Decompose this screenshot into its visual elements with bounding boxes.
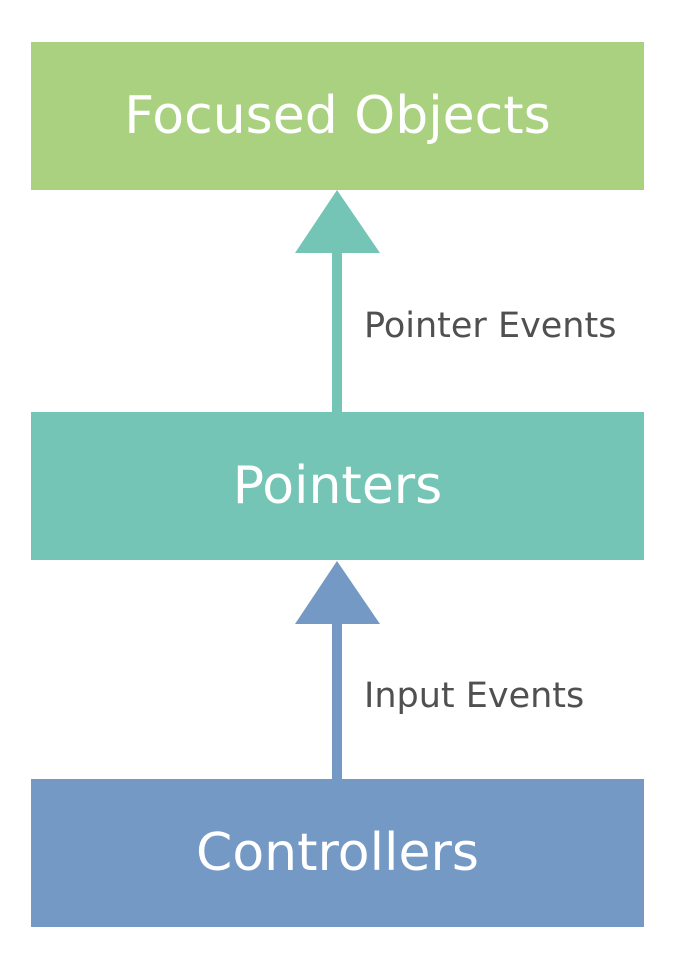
arrow-input-events: [295, 561, 380, 780]
arrow-pointer-events: [295, 190, 380, 413]
pointer-events-label: Pointer Events: [364, 306, 617, 346]
focused-objects-box: Focused Objects: [31, 42, 644, 190]
controllers-label: Controllers: [196, 823, 479, 883]
arrow-input-events-shaft: [332, 620, 342, 780]
focused-objects-label: Focused Objects: [124, 86, 551, 146]
pointers-label: Pointers: [232, 456, 443, 516]
pointers-box: Pointers: [31, 412, 644, 560]
controllers-box: Controllers: [31, 779, 644, 927]
input-events-label: Input Events: [364, 676, 585, 716]
arrow-pointer-events-shaft: [332, 250, 342, 413]
arrow-input-events-head: [295, 561, 380, 624]
arrow-pointer-events-head: [295, 190, 380, 253]
